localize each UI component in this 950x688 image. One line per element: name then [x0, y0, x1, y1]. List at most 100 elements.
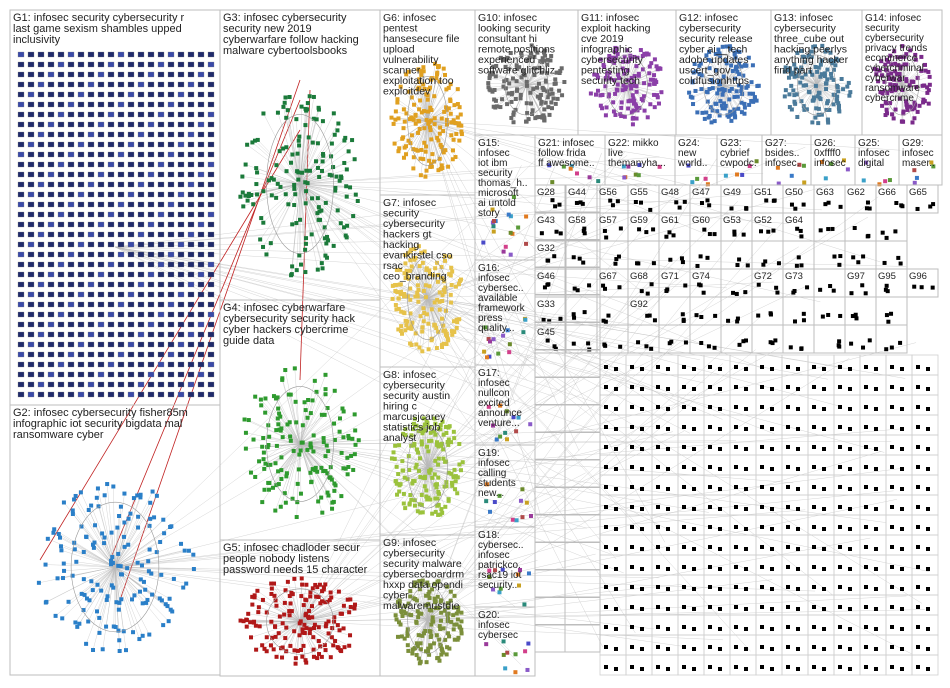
node — [396, 635, 400, 639]
node — [261, 189, 265, 193]
node — [98, 202, 104, 207]
node — [523, 649, 527, 653]
node — [326, 491, 330, 495]
node — [455, 491, 459, 495]
node — [304, 107, 308, 111]
node — [674, 200, 678, 204]
node — [394, 479, 398, 483]
node — [169, 524, 173, 528]
node — [558, 317, 562, 321]
node — [158, 62, 164, 67]
node — [647, 71, 651, 75]
node — [409, 327, 413, 331]
node — [634, 200, 638, 204]
node — [648, 208, 652, 212]
node — [68, 122, 74, 127]
node — [208, 302, 214, 307]
node — [435, 633, 439, 637]
node — [491, 224, 495, 228]
node — [450, 484, 454, 488]
node — [492, 219, 496, 223]
node — [901, 110, 905, 114]
node — [188, 192, 194, 197]
node — [58, 382, 64, 387]
node — [393, 289, 397, 293]
node — [67, 600, 71, 604]
node — [158, 252, 164, 257]
node — [78, 82, 84, 87]
node — [773, 198, 777, 202]
node — [158, 202, 164, 207]
node — [98, 222, 104, 227]
node — [188, 332, 194, 337]
node — [531, 108, 535, 112]
node — [277, 631, 281, 635]
node — [340, 451, 344, 455]
node — [713, 314, 717, 318]
node — [167, 619, 171, 623]
node — [695, 264, 699, 268]
node — [913, 181, 917, 185]
node — [860, 283, 864, 287]
node — [433, 122, 437, 126]
node — [322, 587, 326, 591]
node — [296, 170, 300, 174]
node — [414, 342, 418, 346]
node — [108, 172, 114, 177]
node — [128, 92, 134, 97]
node — [128, 322, 134, 327]
node — [837, 109, 841, 113]
node — [208, 122, 214, 127]
node — [118, 372, 124, 377]
node — [300, 171, 304, 175]
node — [148, 272, 154, 277]
node — [619, 106, 623, 110]
node — [821, 315, 825, 319]
node — [558, 69, 562, 73]
node — [557, 203, 561, 207]
node — [735, 172, 739, 176]
node — [456, 638, 460, 642]
node — [148, 362, 154, 367]
node — [925, 91, 929, 95]
node — [303, 248, 307, 252]
node — [437, 659, 441, 663]
node — [713, 119, 717, 123]
node — [198, 232, 204, 237]
node — [353, 412, 357, 416]
node — [89, 504, 93, 508]
node — [854, 316, 858, 320]
node — [276, 111, 280, 115]
node — [168, 72, 174, 77]
node — [519, 499, 523, 503]
node — [168, 162, 174, 167]
node — [198, 172, 204, 177]
node — [262, 457, 266, 461]
node — [420, 330, 424, 334]
node — [146, 559, 150, 563]
node — [252, 620, 256, 624]
node — [58, 212, 64, 217]
node — [323, 454, 327, 458]
node — [452, 430, 456, 434]
node — [450, 283, 454, 287]
node — [317, 108, 321, 112]
node — [459, 619, 463, 623]
node — [552, 254, 556, 258]
node — [449, 620, 453, 624]
node — [188, 362, 194, 367]
node — [168, 112, 174, 117]
node — [128, 232, 134, 237]
node — [425, 445, 429, 449]
node — [349, 605, 353, 609]
node — [319, 209, 323, 213]
node — [446, 616, 450, 620]
node — [717, 88, 721, 92]
node — [515, 89, 519, 93]
node — [128, 272, 134, 277]
node — [309, 442, 313, 446]
node — [318, 583, 322, 587]
node — [138, 192, 144, 197]
node — [118, 132, 124, 137]
node — [430, 152, 434, 156]
